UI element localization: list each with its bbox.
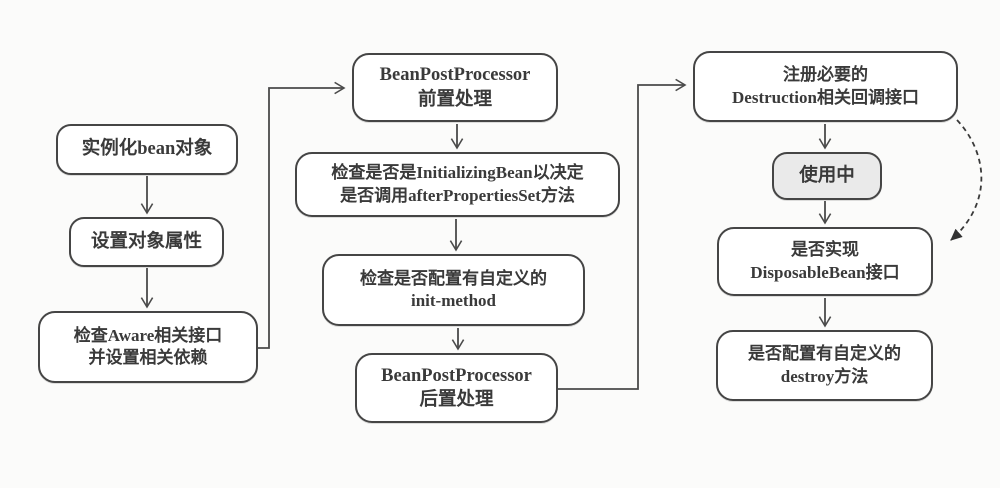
node-check-aware-interfaces: 检查Aware相关接口 并设置相关依赖 <box>38 311 258 383</box>
node-beanpostprocessor-after: BeanPostProcessor 后置处理 <box>355 353 558 423</box>
node-label: 实例化bean对象 <box>81 139 213 160</box>
node-label-line1: BeanPostProcessor <box>381 365 532 386</box>
node-label-line1: 注册必要的 <box>783 65 868 85</box>
edge-register-destruction-to-check-disposable-bean-dashed <box>950 119 983 241</box>
node-check-init-method: 检查是否配置有自定义的 init-method <box>322 254 585 326</box>
node-check-disposable-bean: 是否实现 DisposableBean接口 <box>717 227 933 296</box>
node-label-line1: 是否配置有自定义的 <box>748 344 901 364</box>
node-label-line2: 前置处理 <box>417 89 492 110</box>
node-label: 设置对象属性 <box>90 231 202 252</box>
node-label-line2: init-method <box>411 291 496 310</box>
node-label-line2: DisposableBean接口 <box>750 262 900 282</box>
node-label-line2: 是否调用afterPropertiesSet方法 <box>340 185 575 205</box>
node-instantiate-bean: 实例化bean对象 <box>56 124 238 175</box>
node-label-line2: Destruction相关回调接口 <box>732 87 919 107</box>
node-label-line2: 并设置相关依赖 <box>88 348 208 367</box>
node-label-line1: 检查是否配置有自定义的 <box>360 268 547 288</box>
node-label: 使用中 <box>799 165 855 186</box>
node-check-initializing-bean: 检查是否是InitializingBean以决定 是否调用afterProper… <box>295 152 620 217</box>
node-label-line1: BeanPostProcessor <box>379 65 531 86</box>
node-label-line1: 检查是否是InitializingBean以决定 <box>331 163 584 183</box>
edge-check-aware-to-bpp-before <box>257 81 346 349</box>
node-beanpostprocessor-before: BeanPostProcessor 前置处理 <box>352 53 558 122</box>
node-check-destroy-method: 是否配置有自定义的 destroy方法 <box>716 330 933 401</box>
node-register-destruction-callbacks: 注册必要的 Destruction相关回调接口 <box>693 51 958 122</box>
node-label-line2: 后置处理 <box>419 390 494 410</box>
node-label-line1: 是否实现 <box>791 240 859 260</box>
node-set-object-properties: 设置对象属性 <box>69 217 224 267</box>
node-label-line1: 检查Aware相关接口 <box>73 325 223 345</box>
node-in-use: 使用中 <box>772 152 882 200</box>
edge-bpp-after-to-register-destruction <box>558 78 687 390</box>
node-label-line2: destroy方法 <box>780 366 869 386</box>
